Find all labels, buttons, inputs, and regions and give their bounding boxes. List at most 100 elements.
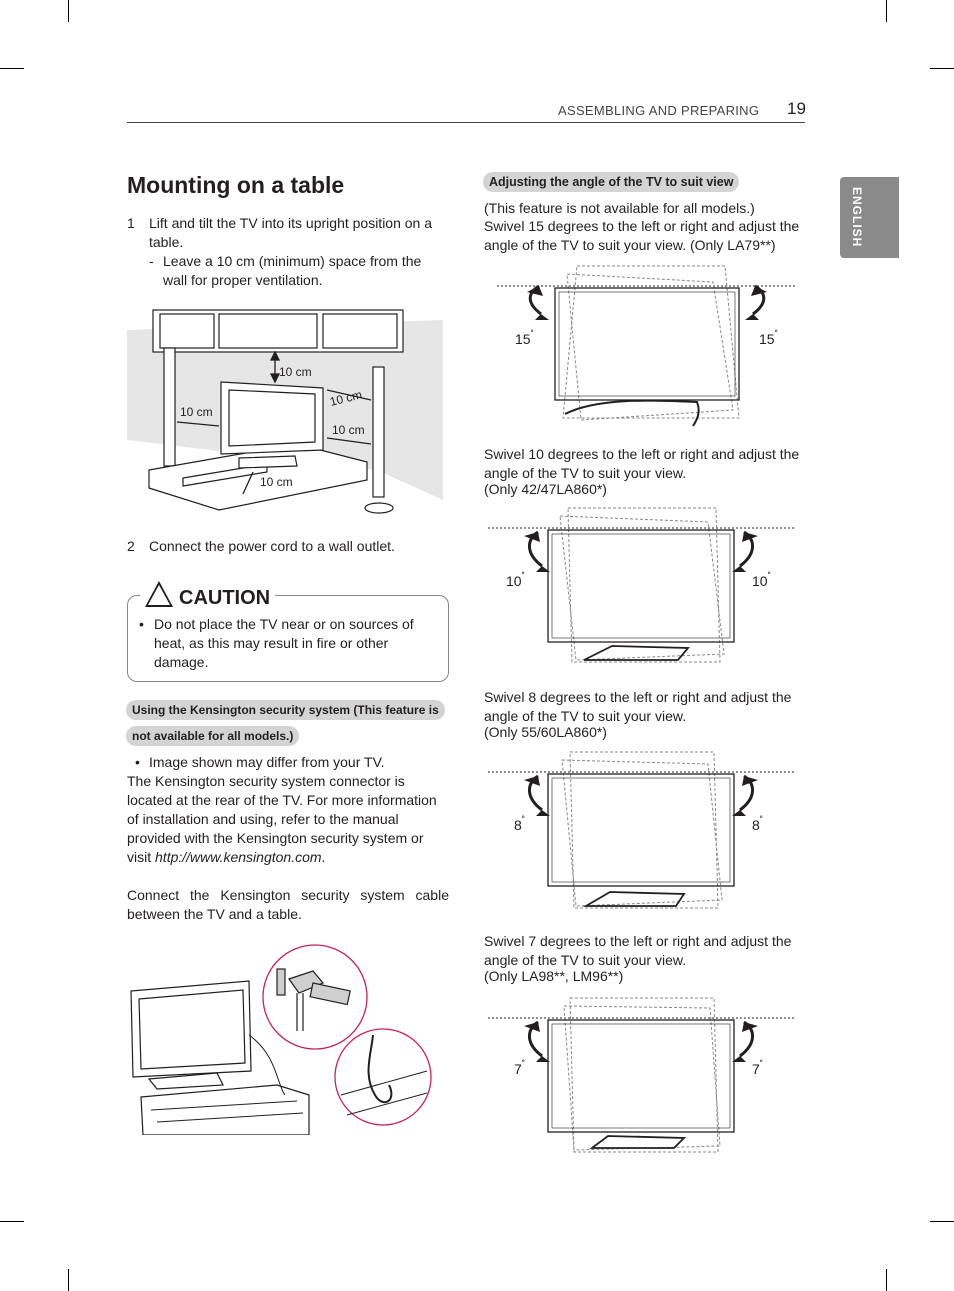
gap-arrow-right-lower	[326, 437, 372, 445]
kensington-bullet: Image shown may differ from your TV.	[149, 754, 385, 770]
speaker-base	[364, 502, 394, 514]
step-1-number: 1	[127, 215, 135, 231]
kensington-diagram	[130, 944, 432, 1135]
kensington-link[interactable]: http://www.kensington.com	[155, 849, 322, 865]
tv-front	[547, 773, 735, 887]
crop-mark	[886, 1269, 887, 1291]
arrow-head	[732, 810, 746, 816]
step-2-number: 2	[127, 538, 135, 554]
kensington-paragraph-end: .	[321, 849, 326, 865]
caution-text: Do not place the TV near or on sources o…	[154, 616, 414, 670]
swivel-10-text: Swivel 10 degrees to the left or right a…	[484, 446, 800, 481]
kensington-heading-line1: Using the Kensington security system (Th…	[126, 700, 445, 720]
tv-bezel	[551, 533, 731, 639]
kensington-bullet-dot: •	[135, 754, 140, 770]
arrow-head	[524, 1022, 540, 1032]
swivel-outline	[563, 1005, 721, 1151]
tv-stand	[583, 645, 690, 661]
swivel-10-models: (Only 42/47LA860*)	[484, 481, 607, 497]
table-drawer	[182, 463, 268, 487]
tv-front	[547, 1019, 735, 1133]
crop-mark	[68, 0, 69, 22]
page-number: 19	[787, 99, 806, 118]
cabinet-panel	[159, 313, 215, 349]
table-leg-detail	[346, 1092, 428, 1116]
kensington-connect-text: Connect the Kensington security system c…	[127, 887, 449, 922]
kensington-lock	[288, 970, 324, 994]
tv-screen-inner	[228, 389, 316, 447]
arrow-head	[535, 314, 549, 320]
tv-table	[140, 1084, 310, 1135]
gap-label-top: 10 cm	[279, 365, 312, 379]
language-tab: ENGLISH	[840, 177, 899, 258]
arrow-head	[742, 776, 758, 786]
arrow-head	[536, 566, 550, 572]
cabinet-panel	[218, 313, 318, 349]
speaker-right	[372, 366, 385, 498]
swivel-outline	[562, 265, 740, 419]
gap-label-right-lower: 10 cm	[332, 423, 365, 437]
swivel-intro-note: (This feature is not available for all m…	[484, 200, 755, 216]
crop-mark	[930, 1221, 954, 1222]
swivel-7-diagram: 7˚ 7˚	[488, 997, 794, 1153]
angle-label-right: 8˚	[752, 815, 763, 833]
kensington-paragraph: The Kensington security system connector…	[127, 772, 449, 867]
swivel-10-diagram: 10˚ 10˚	[488, 507, 794, 663]
caution-box	[127, 595, 449, 682]
arrow-head	[732, 566, 746, 572]
caution-heading: CAUTION	[140, 581, 276, 615]
arrow-head	[536, 810, 550, 816]
swivel-15-text: Swivel 15 degrees to the left or right a…	[484, 218, 800, 253]
tv-bezel	[551, 777, 731, 883]
kensington-heading-line2: not available for all models.)	[126, 726, 300, 746]
swivel-heading: Adjusting the angle of the TV to suit vi…	[483, 172, 740, 192]
swivel-outline	[559, 515, 725, 661]
swivel-outline	[569, 997, 719, 1153]
angle-label-right: 15˚	[759, 329, 778, 347]
swivel-8-models: (Only 55/60LA860*)	[484, 724, 607, 740]
swivel-7-text: Swivel 7 degrees to the left or right an…	[484, 933, 792, 968]
swivel-7-models: (Only LA98**, LM96**)	[484, 968, 624, 984]
table-edge	[150, 1100, 298, 1111]
tv-stand	[147, 1072, 224, 1090]
step-1-subtext: Leave a 10 cm (minimum) space from the w…	[163, 253, 422, 288]
swivel-outline	[561, 759, 723, 907]
gap-arrow-left	[176, 421, 220, 427]
gap-arrow-bottom	[242, 471, 254, 495]
angle-label-right: 7˚	[752, 1059, 763, 1077]
arrow-head	[745, 314, 759, 320]
swivel-15-diagram: 15˚ 15˚	[497, 265, 797, 427]
table-edge	[156, 1112, 304, 1123]
tv-screen-inner	[138, 989, 246, 1070]
swivel-outline	[569, 751, 719, 909]
arrow-head	[527, 286, 543, 296]
swivel-8-diagram: 8˚ 8˚	[488, 751, 794, 909]
kensington-paragraph-text: The Kensington security system connector…	[127, 773, 437, 865]
cabinet-panel	[322, 313, 398, 349]
tv-stand	[238, 455, 298, 469]
swivel-outline	[566, 273, 734, 421]
arrow-head	[269, 350, 281, 361]
swivel-outline	[567, 507, 721, 663]
angle-label-left: 8˚	[514, 815, 525, 833]
header-divider	[127, 122, 805, 123]
angle-label-left: 7˚	[514, 1059, 525, 1077]
tv-stand	[589, 1135, 687, 1149]
arrow-head	[536, 1056, 550, 1062]
arrow-head	[742, 1022, 758, 1032]
arrow-head	[742, 532, 758, 542]
crop-mark	[68, 1269, 69, 1291]
lock-key	[309, 982, 351, 1006]
angle-label-left: 10˚	[506, 571, 525, 589]
angle-label-right: 10˚	[752, 571, 771, 589]
ventilation-diagram: 10 cm 10 cm 10 cm 10 cm 10 cm	[127, 309, 443, 514]
step-1-text: Lift and tilt the TV into its upright po…	[149, 215, 433, 250]
table-zoom-circle	[334, 1028, 432, 1126]
table-leg-detail	[340, 1070, 428, 1096]
tv-bezel	[551, 1023, 731, 1129]
cable-loop	[367, 1034, 393, 1104]
gap-label-left: 10 cm	[180, 405, 213, 419]
tv-front	[554, 287, 740, 401]
swivel-8-text: Swivel 8 degrees to the left or right an…	[484, 689, 792, 724]
step-1-sub-dash: -	[149, 253, 154, 269]
